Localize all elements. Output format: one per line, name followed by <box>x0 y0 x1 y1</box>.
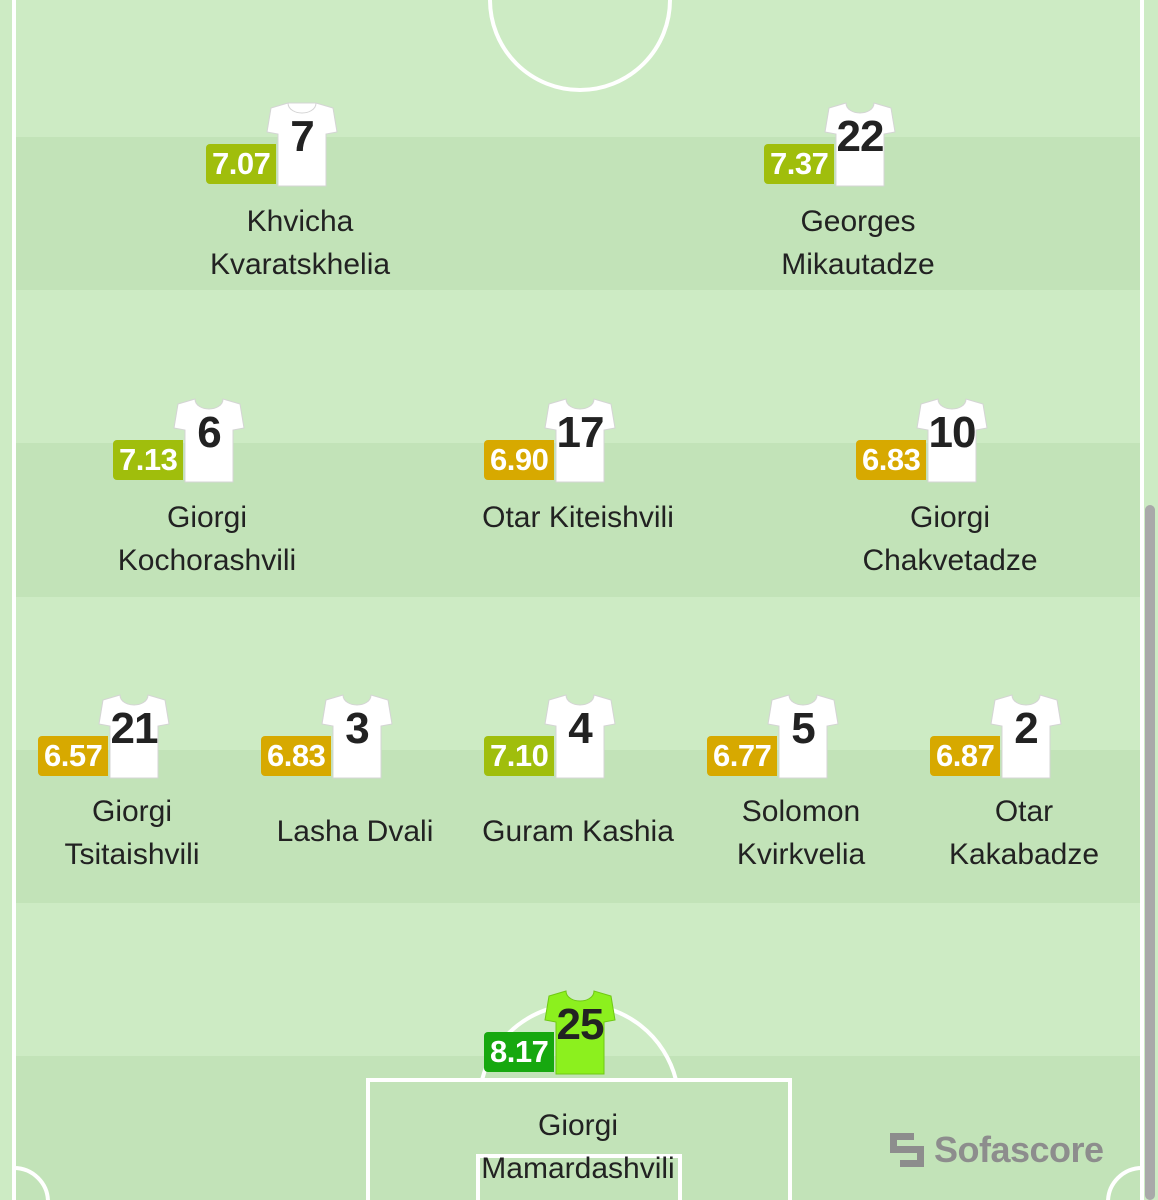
scrollbar[interactable] <box>1142 0 1158 1200</box>
shirt-number: 4 <box>568 704 592 753</box>
shirt-icon: 7 <box>266 102 338 188</box>
player-kit: 6.83 3 <box>235 694 475 786</box>
player-rating: 6.57 <box>38 736 109 776</box>
player-kit: 6.83 10 <box>830 398 1070 490</box>
sofascore-logo-icon <box>890 1133 924 1167</box>
scrollbar-thumb[interactable] <box>1145 505 1155 1200</box>
pitch-stripe <box>14 137 1142 290</box>
sofascore-watermark: Sofascore <box>890 1129 1104 1170</box>
shirt-icon: 2 <box>990 694 1062 780</box>
shirt-number: 7 <box>290 112 314 161</box>
shirt-number: 3 <box>345 704 369 753</box>
player-card[interactable]: 6.90 17 Otar Kiteishvili <box>458 398 698 539</box>
player-kit: 8.17 25 <box>458 990 698 1082</box>
shirt-number: 6 <box>197 408 221 457</box>
shirt-number: 21 <box>110 704 159 753</box>
shirt-icon: 4 <box>544 694 616 780</box>
player-card[interactable]: 7.07 7 Khvicha Kvaratskhelia <box>180 102 420 286</box>
player-name: Otar Kakabadze <box>948 795 1100 871</box>
player-name: Giorgi Mamardashvili <box>481 1109 675 1185</box>
player-name: Giorgi Tsitaishvili <box>64 795 200 871</box>
penalty-box <box>366 1078 792 1200</box>
player-card[interactable]: 6.83 3 Lasha Dvali <box>235 694 475 853</box>
player-rating: 8.17 <box>484 1032 555 1072</box>
corner-arc-left <box>13 1166 50 1200</box>
player-rating: 7.37 <box>764 144 835 184</box>
left-touchline <box>12 0 16 1200</box>
shirt-icon: 21 <box>98 694 170 780</box>
shirt-icon: 10 <box>916 398 988 484</box>
player-kit: 7.07 7 <box>180 102 420 194</box>
player-rating: 6.90 <box>484 440 555 480</box>
player-rating: 6.83 <box>261 736 332 776</box>
shirt-number: 10 <box>928 408 977 457</box>
player-name: Solomon Kvirkvelia <box>736 795 866 871</box>
player-card[interactable]: 6.57 21 Giorgi Tsitaishvili <box>12 694 252 876</box>
corner-arc-right <box>1106 1166 1143 1200</box>
player-rating: 6.77 <box>707 736 778 776</box>
player-name: Georges Mikautadze <box>781 205 935 281</box>
goal-area <box>476 1154 682 1200</box>
player-kit: 7.13 6 <box>87 398 327 490</box>
shirt-number: 22 <box>836 112 885 161</box>
shirt-icon: 3 <box>321 694 393 780</box>
shirt-icon: 5 <box>767 694 839 780</box>
brand-name: Sofascore <box>934 1129 1104 1170</box>
player-rating: 7.07 <box>206 144 277 184</box>
player-rating: 6.83 <box>856 440 927 480</box>
pitch-stripe <box>14 0 1142 137</box>
player-card[interactable]: 8.17 25 Giorgi Mamardashvili <box>458 990 698 1190</box>
player-card[interactable]: 7.37 22 Georges Mikautadze <box>738 102 978 286</box>
player-rating: 7.13 <box>113 440 184 480</box>
player-name: Giorgi Kochorashvili <box>117 501 297 577</box>
player-card[interactable]: 6.87 2 Otar Kakabadze <box>904 694 1144 876</box>
shirt-icon: 17 <box>544 398 616 484</box>
shirt-number: 25 <box>556 1000 605 1049</box>
player-kit: 6.90 17 <box>458 398 698 490</box>
shirt-number: 5 <box>791 704 815 753</box>
shirt-icon: 22 <box>824 102 896 188</box>
player-kit: 6.77 5 <box>681 694 921 786</box>
player-card[interactable]: 7.10 4 Guram Kashia <box>458 694 698 853</box>
player-rating: 6.87 <box>930 736 1001 776</box>
player-kit: 7.37 22 <box>738 102 978 194</box>
shirt-number: 17 <box>556 408 605 457</box>
player-name: Guram Kashia <box>482 815 674 848</box>
player-kit: 6.87 2 <box>904 694 1144 786</box>
player-kit: 6.57 21 <box>12 694 252 786</box>
player-card[interactable]: 7.13 6 Giorgi Kochorashvili <box>87 398 327 582</box>
goalkeeper-shirt-icon: 25 <box>544 990 616 1076</box>
shirt-icon: 6 <box>173 398 245 484</box>
player-card[interactable]: 6.83 10 Giorgi Chakvetadze <box>830 398 1070 582</box>
player-kit: 7.10 4 <box>458 694 698 786</box>
player-card[interactable]: 6.77 5 Solomon Kvirkvelia <box>681 694 921 876</box>
player-rating: 7.10 <box>484 736 555 776</box>
shirt-number: 2 <box>1014 704 1038 753</box>
player-name: Otar Kiteishvili <box>482 501 674 534</box>
player-name: Giorgi Chakvetadze <box>862 501 1038 577</box>
right-touchline <box>1140 0 1144 1200</box>
player-name: Lasha Dvali <box>276 815 434 848</box>
center-circle <box>488 0 672 92</box>
player-name: Khvicha Kvaratskhelia <box>209 205 391 281</box>
